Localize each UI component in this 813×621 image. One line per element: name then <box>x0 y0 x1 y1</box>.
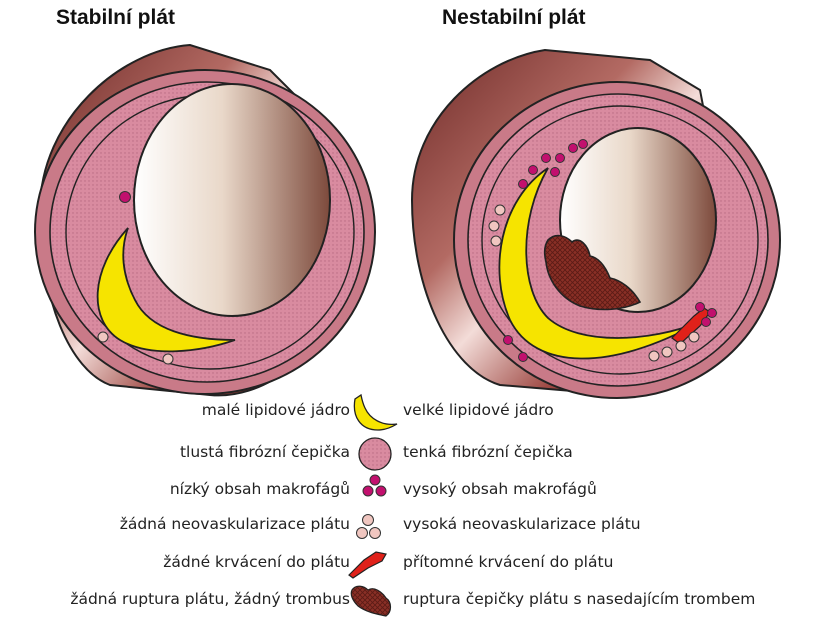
legend-icons <box>349 395 397 616</box>
legend-right-label: přítomné krvácení do plátu <box>403 552 613 572</box>
fibrous-cap-icon <box>359 438 391 470</box>
legend-right-label: ruptura čepičky plátu s nasedajícím trom… <box>403 589 755 609</box>
legend-left-label: tlustá fibrózní čepička <box>180 442 350 462</box>
stable-artery <box>35 45 375 395</box>
legend-right-label: vysoká neovaskularizace plátu <box>403 514 641 534</box>
macrophages-icon <box>363 475 386 496</box>
legend-left-label: nízký obsah makrofágů <box>170 479 350 499</box>
stable-lumen <box>134 84 330 316</box>
legend-right-label: velké lipidové jádro <box>403 400 554 420</box>
legend-left-label: žádná ruptura plátu, žádný trombus <box>70 589 350 609</box>
thrombus-icon <box>351 586 390 616</box>
unstable-artery <box>412 50 780 398</box>
legend-left-label: žádná neovaskularizace plátu <box>120 514 350 534</box>
legend-left-label: žádné krvácení do plátu <box>163 552 350 572</box>
stable-neovessel <box>163 354 173 364</box>
lipid-core-icon <box>354 395 397 430</box>
hemorrhage-icon <box>349 552 386 578</box>
legend-right-label: vysoký obsah makrofágů <box>403 479 597 499</box>
legend-right-label: tenká fibrózní čepička <box>403 442 573 462</box>
neovascularization-icon <box>357 515 381 539</box>
stable-neovessel <box>98 332 108 342</box>
legend-left-label: malé lipidové jádro <box>202 400 350 420</box>
stable-macrophage <box>120 192 131 203</box>
